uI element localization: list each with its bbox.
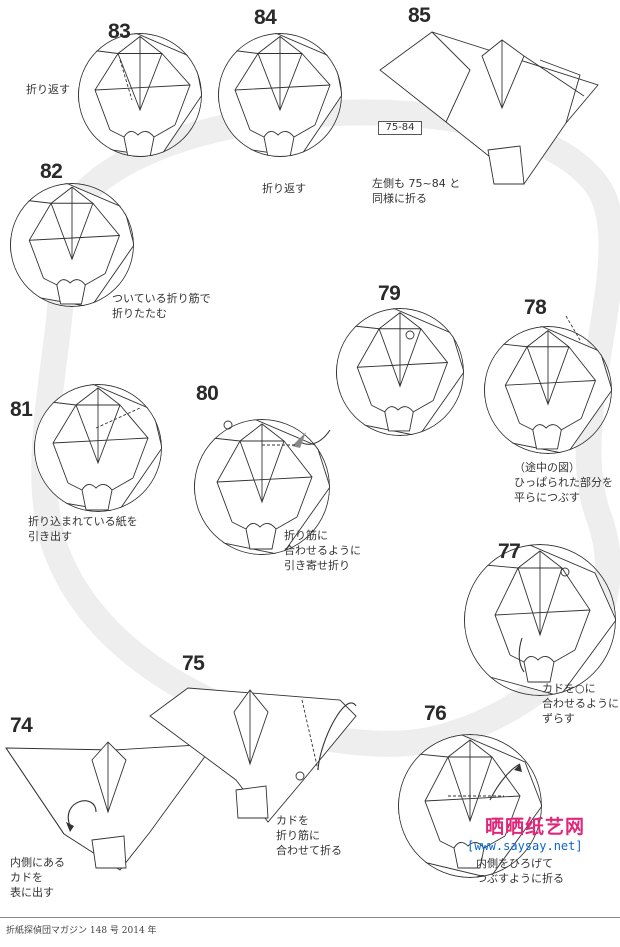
chin-shape: [264, 131, 294, 157]
step-85-chin: [488, 146, 524, 184]
diagram-step-84: [218, 29, 342, 158]
step-number-77: 77: [498, 540, 520, 564]
step-number-79: 79: [378, 282, 400, 306]
step-number-74: 74: [10, 714, 32, 738]
diagram-step-77: [464, 543, 616, 696]
chin-shape: [524, 656, 554, 682]
step-78-fold-line: [566, 316, 580, 340]
footer-rule: [0, 917, 620, 918]
step-number-85: 85: [408, 4, 430, 28]
chin-shape: [124, 131, 154, 157]
step-number-78: 78: [524, 296, 546, 320]
watermark-url: [www.saysay.net]: [467, 839, 583, 853]
diagram-step-79: [336, 305, 464, 436]
caption-75: カドを 折り筋に 合わせて折る: [276, 813, 342, 858]
step-number-81: 81: [10, 398, 32, 422]
caption-77: カドを○に 合わせるように ずらす: [542, 681, 619, 726]
step-number-75: 75: [182, 652, 204, 676]
step-number-76: 76: [424, 702, 446, 726]
step-74-chin: [92, 836, 126, 868]
step-80-marker-circle: [224, 421, 232, 429]
diagram-step-82: [10, 180, 134, 308]
reference-box-75-84: 75-84: [378, 121, 422, 135]
chin-shape: [385, 407, 414, 431]
caption-85: 左側も 75~84 と 同様に折る: [372, 176, 460, 206]
chin-shape: [82, 484, 112, 510]
caption-83: 折り返す: [26, 82, 70, 97]
chin-shape: [533, 425, 562, 449]
caption-74: 内側にある カドを 表に出す: [10, 855, 65, 900]
caption-80: 折り筋に 合わせるように 引き寄せ折り: [284, 528, 361, 573]
step-number-83: 83: [108, 20, 130, 44]
step-number-82: 82: [40, 160, 62, 184]
step-number-80: 80: [196, 382, 218, 406]
caption-81: 折り込まれている紙を 引き出す: [28, 514, 138, 544]
chin-shape: [246, 523, 276, 549]
step-number-84: 84: [254, 6, 276, 30]
step-75-chin: [236, 786, 268, 818]
watermark-title: 晒晒纸艺网: [485, 812, 585, 839]
chin-shape: [57, 280, 86, 304]
caption-78: （途中の図） ひっぱられた部分を 平らにつぶす: [514, 460, 613, 505]
caption-84: 折り返す: [262, 181, 306, 196]
caption-76: 内側をひろげて つぶすように折る: [476, 856, 564, 886]
footer-text: 折紙探偵団マガジン 148 号 2014 年: [6, 923, 157, 936]
caption-82: ついている折り筋で 折りたたむ: [112, 291, 211, 321]
